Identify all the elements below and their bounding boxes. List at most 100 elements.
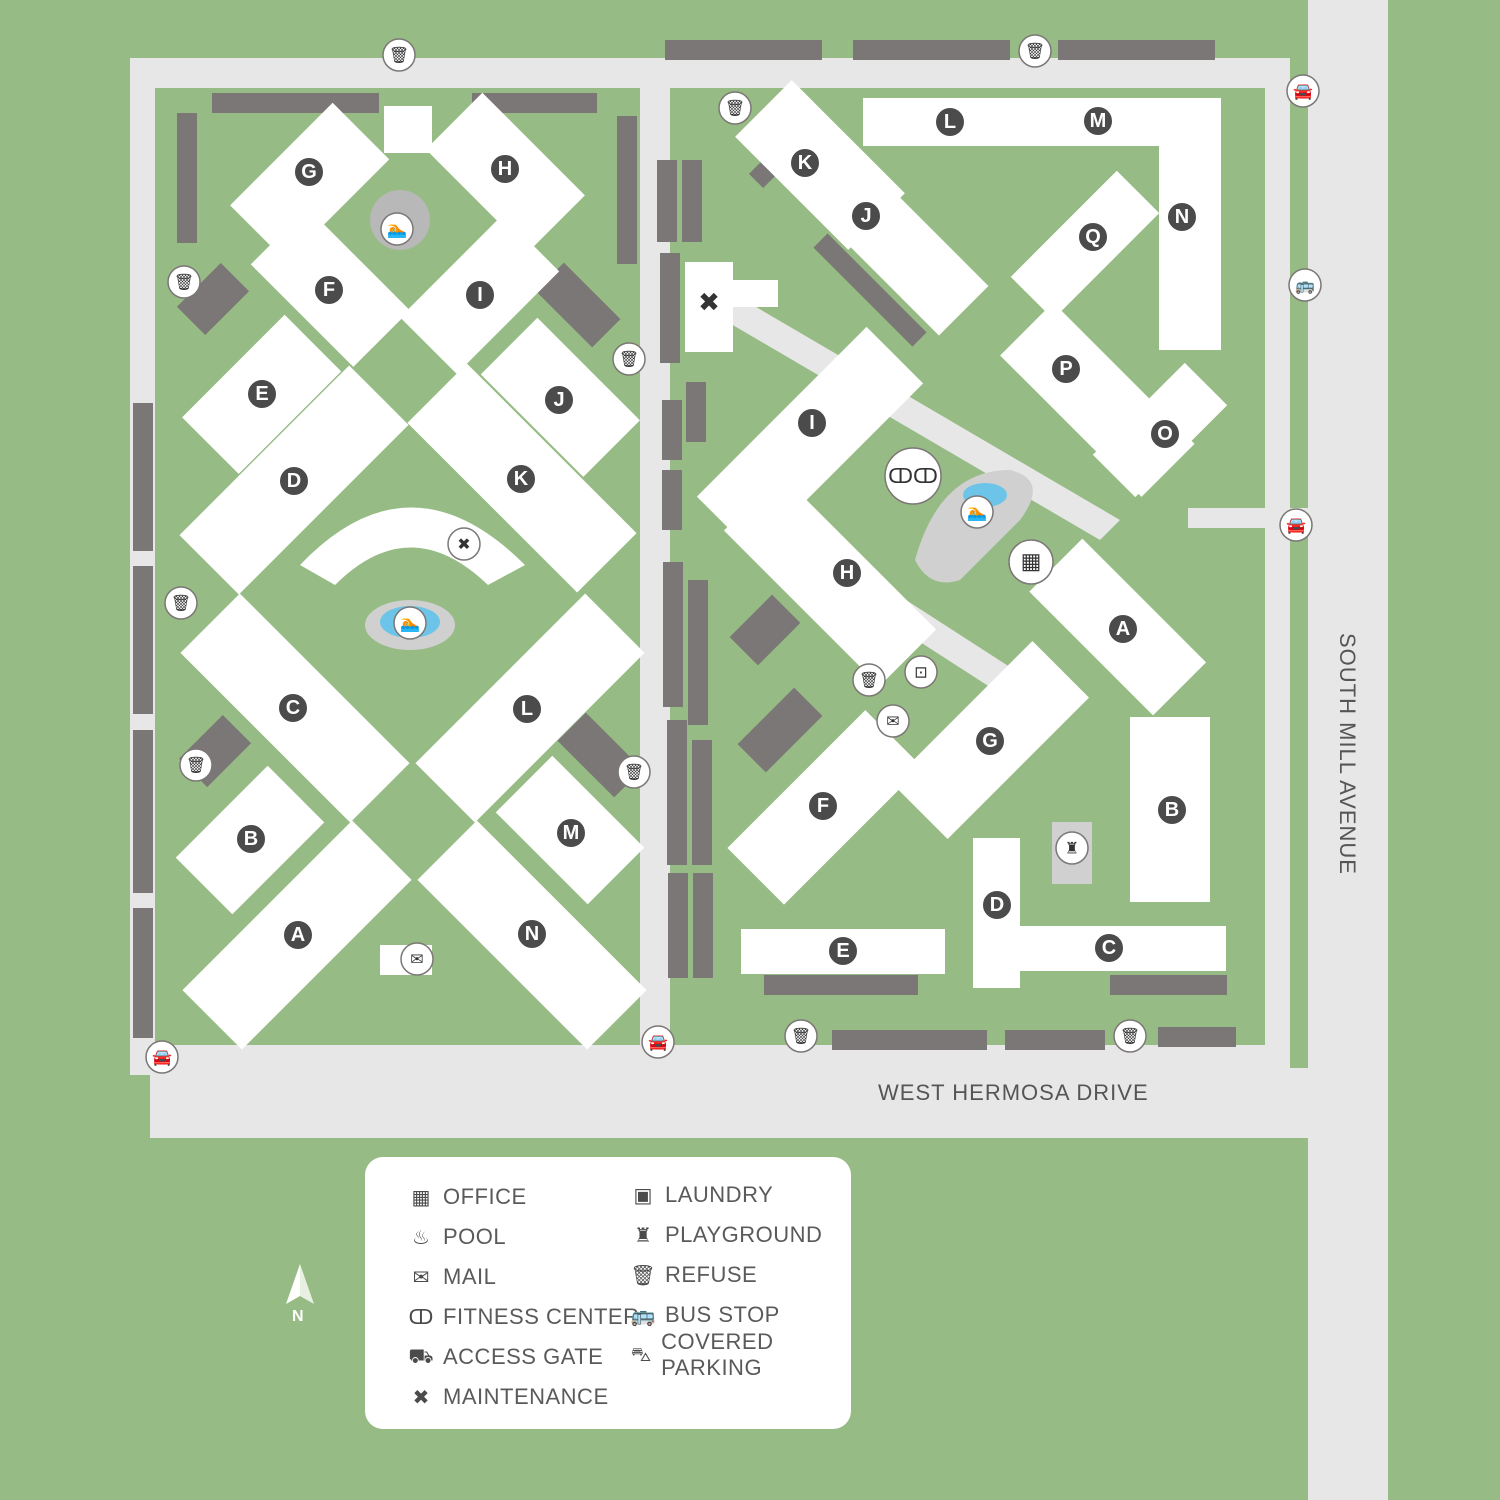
- maintenance-icon[interactable]: ✖: [447, 527, 481, 561]
- building-label-g[interactable]: G: [293, 156, 325, 188]
- refuse-icon[interactable]: 🗑: [718, 91, 752, 125]
- maintenance-icon[interactable]: ✖: [698, 288, 720, 318]
- playground-icon[interactable]: ♜: [1055, 831, 1089, 865]
- mail-icon[interactable]: ✉: [876, 704, 910, 738]
- svg-text:G: G: [301, 161, 317, 183]
- access-gate-icon[interactable]: 🚘: [641, 1025, 675, 1059]
- building-label-e[interactable]: E: [246, 378, 278, 410]
- building-label-m[interactable]: M: [555, 817, 587, 849]
- refuse-icon[interactable]: 🗑: [1018, 34, 1052, 68]
- pool-icon[interactable]: 🏊: [393, 606, 427, 640]
- access-gate-icon[interactable]: 🚘: [145, 1040, 179, 1074]
- refuse-icon[interactable]: 🗑: [612, 342, 646, 376]
- svg-text:ↀↀ: ↀↀ: [888, 464, 938, 488]
- pool-icon[interactable]: 🏊: [960, 495, 994, 529]
- legend-panel: ▦ OFFICE ♨ POOL ✉ MAIL ↀ FITNESS CENTER …: [365, 1157, 851, 1429]
- svg-text:🗑: 🗑: [619, 350, 639, 369]
- west-hermosa-drive-road: [150, 1068, 1388, 1138]
- building-label-n[interactable]: N: [1166, 201, 1198, 233]
- building-label-q[interactable]: Q: [1077, 221, 1109, 253]
- refuse-icon[interactable]: 🗑: [164, 586, 198, 620]
- svg-text:N: N: [525, 923, 539, 945]
- building-i-east: [696, 326, 924, 554]
- legend-item-pool: ♨ POOL: [407, 1219, 506, 1255]
- svg-text:A: A: [1116, 618, 1130, 640]
- building-labels-west: G H F I E J D K C L B M A N: [235, 153, 587, 951]
- legend-item-fitness-center: ↀ FITNESS CENTER: [408, 1304, 640, 1329]
- svg-text:🚌: 🚌: [1295, 276, 1315, 295]
- svg-text:✖: ✖: [457, 535, 470, 554]
- svg-text:🗑: 🗑: [171, 594, 191, 613]
- svg-text:O: O: [1157, 423, 1173, 445]
- laundry-icon[interactable]: ⊡: [904, 655, 938, 689]
- svg-text:C: C: [1102, 937, 1116, 959]
- svg-text:D: D: [990, 894, 1004, 916]
- building-label-e[interactable]: E: [827, 935, 859, 967]
- playground-icon: ♜: [634, 1223, 652, 1247]
- building-label-n[interactable]: N: [516, 918, 548, 950]
- building-label-i[interactable]: I: [464, 279, 496, 311]
- svg-text:🏊: 🏊: [387, 220, 407, 239]
- building-label-d[interactable]: D: [278, 465, 310, 497]
- building-label-i[interactable]: I: [796, 407, 828, 439]
- building-label-c[interactable]: C: [1093, 932, 1125, 964]
- svg-text:F: F: [817, 795, 829, 817]
- building-label-c[interactable]: C: [277, 692, 309, 724]
- building-label-j[interactable]: J: [543, 384, 575, 416]
- building-label-k[interactable]: K: [789, 147, 821, 179]
- refuse-icon[interactable]: 🗑: [179, 748, 213, 782]
- svg-text:E: E: [255, 383, 268, 405]
- refuse-icon[interactable]: 🗑: [1113, 1019, 1147, 1053]
- svg-text:D: D: [287, 470, 301, 492]
- pool-icon[interactable]: 🏊: [380, 212, 414, 246]
- legend-item-covered-parking: ⛍ COVERED PARKING: [630, 1329, 774, 1380]
- building-maintenance: [685, 262, 733, 352]
- svg-text:F: F: [323, 279, 335, 301]
- bus-stop-icon[interactable]: 🚌: [1288, 268, 1322, 302]
- svg-text:H: H: [498, 158, 512, 180]
- building-label-h[interactable]: H: [831, 557, 863, 589]
- office-icon: ▦: [411, 1185, 431, 1209]
- covered-parking: [133, 40, 1236, 1050]
- building-label-m[interactable]: M: [1082, 105, 1114, 137]
- refuse-icon[interactable]: 🗑: [784, 1019, 818, 1053]
- svg-text:🗑: 🗑: [791, 1027, 811, 1046]
- building-label-d[interactable]: D: [981, 889, 1013, 921]
- building-label-a[interactable]: A: [282, 919, 314, 951]
- building-label-j[interactable]: J: [850, 200, 882, 232]
- mail-icon[interactable]: ✉: [400, 942, 434, 976]
- office-icon[interactable]: ▦: [1008, 539, 1054, 585]
- building-label-l[interactable]: L: [511, 693, 543, 725]
- building-label-a[interactable]: A: [1107, 613, 1139, 645]
- building-label-h[interactable]: H: [489, 153, 521, 185]
- refuse-icon[interactable]: 🗑: [852, 663, 886, 697]
- refuse-icon: 🗑: [630, 1263, 656, 1287]
- svg-text:J: J: [553, 389, 564, 411]
- building-label-k[interactable]: K: [505, 463, 537, 495]
- legend-item-laundry: ▣ LAUNDRY: [629, 1177, 773, 1213]
- building-label-b[interactable]: B: [235, 823, 267, 855]
- svg-text:🚘: 🚘: [648, 1033, 668, 1052]
- building-label-f[interactable]: F: [807, 790, 839, 822]
- access-gate-icon[interactable]: 🚘: [1279, 508, 1313, 542]
- refuse-icon[interactable]: 🗑: [382, 38, 416, 72]
- access-gate-icon[interactable]: 🚘: [1286, 74, 1320, 108]
- building-label-p[interactable]: P: [1050, 353, 1082, 385]
- svg-text:🗑: 🗑: [624, 763, 644, 782]
- refuse-icon[interactable]: 🗑: [617, 755, 651, 789]
- svg-text:🗑: 🗑: [1120, 1027, 1140, 1046]
- refuse-icon[interactable]: 🗑: [167, 265, 201, 299]
- building-label-f[interactable]: F: [313, 274, 345, 306]
- building-clubhouse: [300, 507, 525, 585]
- east-complex: [685, 80, 1228, 988]
- svg-text:🗑: 🗑: [725, 99, 745, 118]
- building-label-o[interactable]: O: [1149, 418, 1181, 450]
- building-label-g[interactable]: G: [974, 725, 1006, 757]
- building-label-b[interactable]: B: [1156, 794, 1188, 826]
- compass-label: N: [292, 1308, 304, 1325]
- building-label-l[interactable]: L: [934, 106, 966, 138]
- pool-icon: ♨: [412, 1225, 430, 1249]
- svg-text:🗑: 🗑: [174, 273, 194, 292]
- fitness-icon[interactable]: ↀↀ: [884, 447, 942, 505]
- building: [384, 106, 432, 153]
